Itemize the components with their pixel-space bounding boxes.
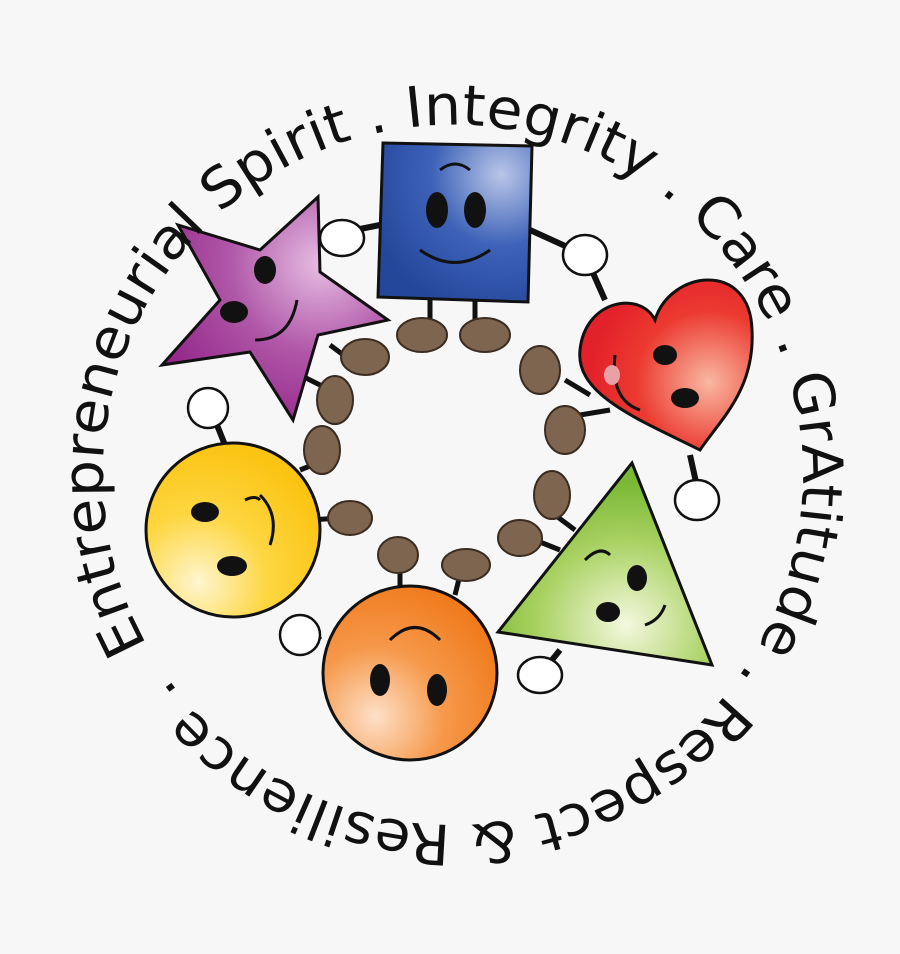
yellow-circle-character xyxy=(144,441,322,619)
triangle-character xyxy=(495,460,715,667)
heart-character xyxy=(578,278,754,452)
star-character xyxy=(158,193,392,424)
shoes xyxy=(303,317,586,582)
square-character xyxy=(376,141,534,304)
orange-circle-character xyxy=(321,584,499,762)
gloves xyxy=(186,218,721,695)
